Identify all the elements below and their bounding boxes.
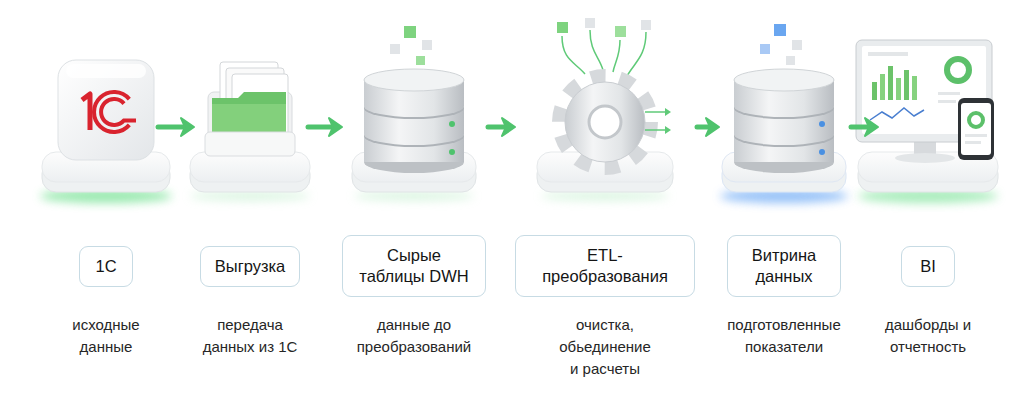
flow-arrow	[308, 118, 342, 136]
label-holder: Витрина данных	[727, 232, 841, 300]
arrow-shaft	[488, 125, 506, 130]
arrow-head	[502, 118, 515, 136]
arrow-head	[329, 118, 342, 136]
stage-description: передача данных из 1С	[194, 314, 306, 358]
flow-arrow	[488, 118, 515, 136]
stage-label: 1С	[79, 246, 133, 287]
stage-label: Витрина данных	[727, 235, 841, 297]
bi-monitor	[856, 40, 994, 163]
stage-label: ETL-преобразования	[515, 235, 695, 297]
stage-label: Выгрузка	[200, 246, 300, 287]
source-cube	[58, 60, 154, 160]
label-holder: 1С	[79, 232, 133, 300]
stage-column: BI дашборды и отчетность	[878, 40, 978, 358]
arrow-shaft	[851, 125, 869, 130]
stage-column: ETL-преобразования очистка, обьединение и…	[515, 40, 695, 380]
stage-description: дашборды и отчетность	[878, 314, 978, 358]
label-holder: Сырые таблицы DWH	[342, 232, 486, 300]
arrow-head	[865, 118, 878, 136]
stage-description: данные до преобразований	[350, 314, 478, 358]
raw-database	[364, 26, 464, 173]
platforms	[40, 152, 998, 203]
illustration-gap	[600, 40, 610, 232]
illustration-gap	[101, 40, 111, 232]
stage-description: исходные данные	[56, 314, 156, 358]
arrow-head	[706, 118, 719, 136]
stage-column: Витрина данных подготовленные показатели	[719, 40, 849, 358]
export-folder	[205, 62, 295, 156]
arrow-shaft	[308, 125, 333, 130]
label-holder: BI	[901, 232, 955, 300]
stage-description: очистка, обьединение и расчеты	[555, 314, 655, 380]
illustration-gap	[923, 40, 933, 232]
label-holder: ETL-преобразования	[515, 232, 695, 300]
arrow-shaft	[158, 125, 185, 130]
stage-label: BI	[901, 246, 955, 287]
etl-gear	[557, 18, 671, 166]
flow-arrow	[697, 118, 719, 136]
arrow-shaft	[697, 125, 710, 130]
illustration-gap	[409, 40, 419, 232]
illustration-gap	[779, 40, 789, 232]
illustration-gap	[245, 40, 255, 232]
label-holder: Выгрузка	[200, 232, 300, 300]
stage-column: 1С исходные данные	[56, 40, 156, 358]
flow-arrow	[851, 118, 878, 136]
stage-description: подготовленные показатели	[719, 314, 849, 358]
stage-label: Сырые таблицы DWH	[342, 235, 486, 297]
stage-column: Сырые таблицы DWH данные до преобразовани…	[342, 40, 486, 358]
flow-arrow	[158, 118, 194, 136]
mart-database	[734, 24, 834, 173]
stage-column: Выгрузка передача данных из 1С	[194, 40, 306, 358]
arrow-head	[181, 118, 194, 136]
